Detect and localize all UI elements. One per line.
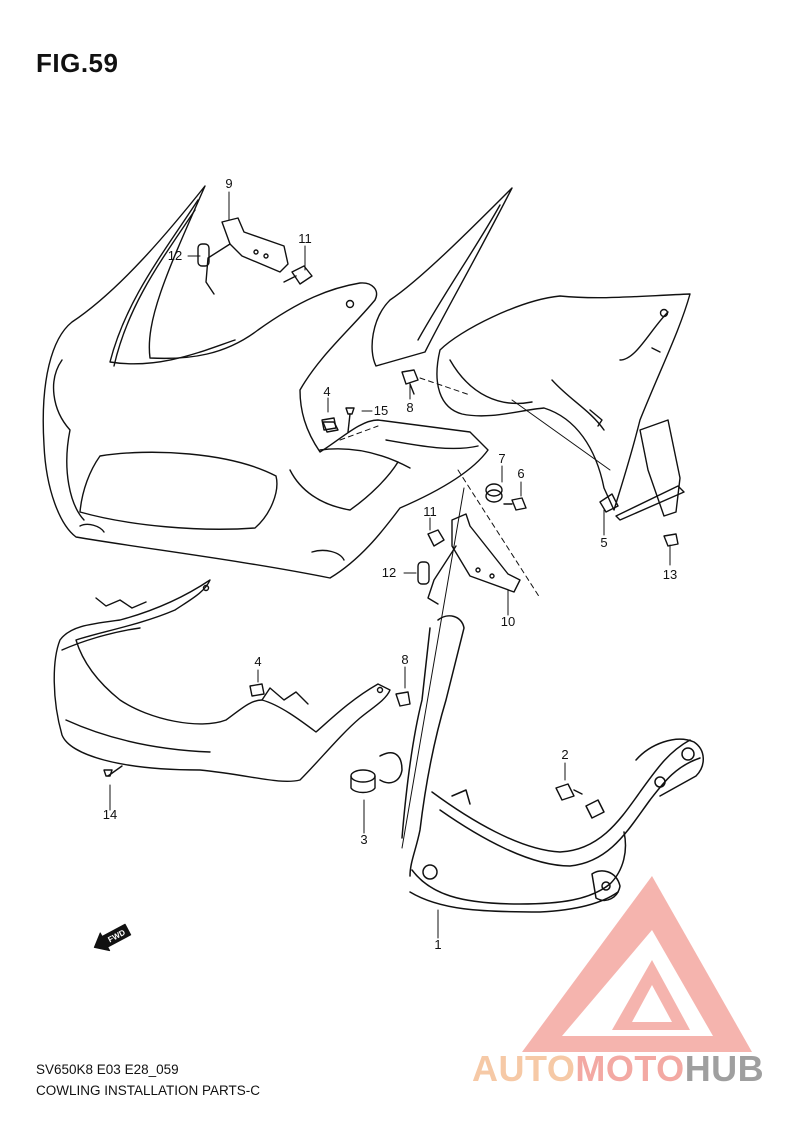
watermark-logo: [522, 876, 752, 1052]
bracket-10: [427, 513, 521, 605]
part-label-8-lower: 8: [401, 652, 409, 667]
bolt-11-lower: [427, 529, 445, 547]
rod-12-lower: [417, 561, 430, 585]
figure-title: FIG.59: [36, 48, 119, 78]
clip-8-lower: [395, 691, 411, 707]
watermark-hub: HUB: [684, 1048, 765, 1089]
part-label-7: 7: [498, 451, 506, 466]
lower-cowling: [53, 579, 391, 783]
part-label-3: 3: [360, 832, 368, 847]
side-bracket: [615, 419, 685, 521]
bracket-9: [205, 217, 289, 295]
model-code: SV650K8 E03 E28_059: [36, 1062, 179, 1077]
watermark-text: AUTOMOTOHUB: [472, 1048, 764, 1090]
figure-footer: SV650K8 E03 E28_059 COWLING INSTALLATION…: [36, 1059, 260, 1101]
fwd-arrow-icon: FWD: [93, 923, 132, 952]
part-label-9: 9: [225, 176, 233, 191]
cushion-3: [350, 769, 376, 794]
inner-panel: [371, 187, 691, 511]
nut-4-upper: [321, 417, 337, 431]
part-label-4-lower: 4: [254, 654, 262, 669]
upper-cowling: [42, 185, 489, 579]
part-label-11-lower: 11: [423, 504, 437, 519]
rod-12-upper: [197, 243, 210, 267]
part-label-12-upper: 12: [167, 248, 183, 263]
part-label-14: 14: [102, 807, 118, 822]
bolt-11-upper: [283, 265, 313, 285]
grommet-7: [485, 483, 503, 503]
part-label-15: 15: [373, 403, 389, 418]
part-label-2: 2: [561, 747, 569, 762]
part-label-12-lower: 12: [381, 565, 397, 580]
watermark-moto: MOTO: [575, 1048, 685, 1089]
part-label-5: 5: [600, 535, 608, 550]
screw-14: [103, 765, 123, 777]
clip-8-upper: [401, 369, 419, 395]
nut-4-lower: [249, 683, 265, 697]
figure-caption: COWLING INSTALLATION PARTS-C: [36, 1083, 261, 1098]
cowling-bracket-frame: [379, 615, 704, 913]
screw-15: [345, 407, 355, 433]
part-label-1: 1: [434, 937, 442, 952]
watermark-auto: AUTO: [472, 1048, 576, 1089]
bolt-2: [555, 783, 583, 801]
bolt-6: [503, 497, 527, 511]
part-label-6: 6: [517, 466, 525, 481]
washer-5: [599, 493, 619, 513]
part-label-11-upper: 11: [298, 231, 312, 246]
part-label-13: 13: [662, 567, 678, 582]
part-label-8-upper: 8: [406, 400, 414, 415]
part-label-4-upper: 4: [323, 384, 331, 399]
part-label-10: 10: [500, 614, 516, 629]
bolt-13: [663, 533, 679, 547]
